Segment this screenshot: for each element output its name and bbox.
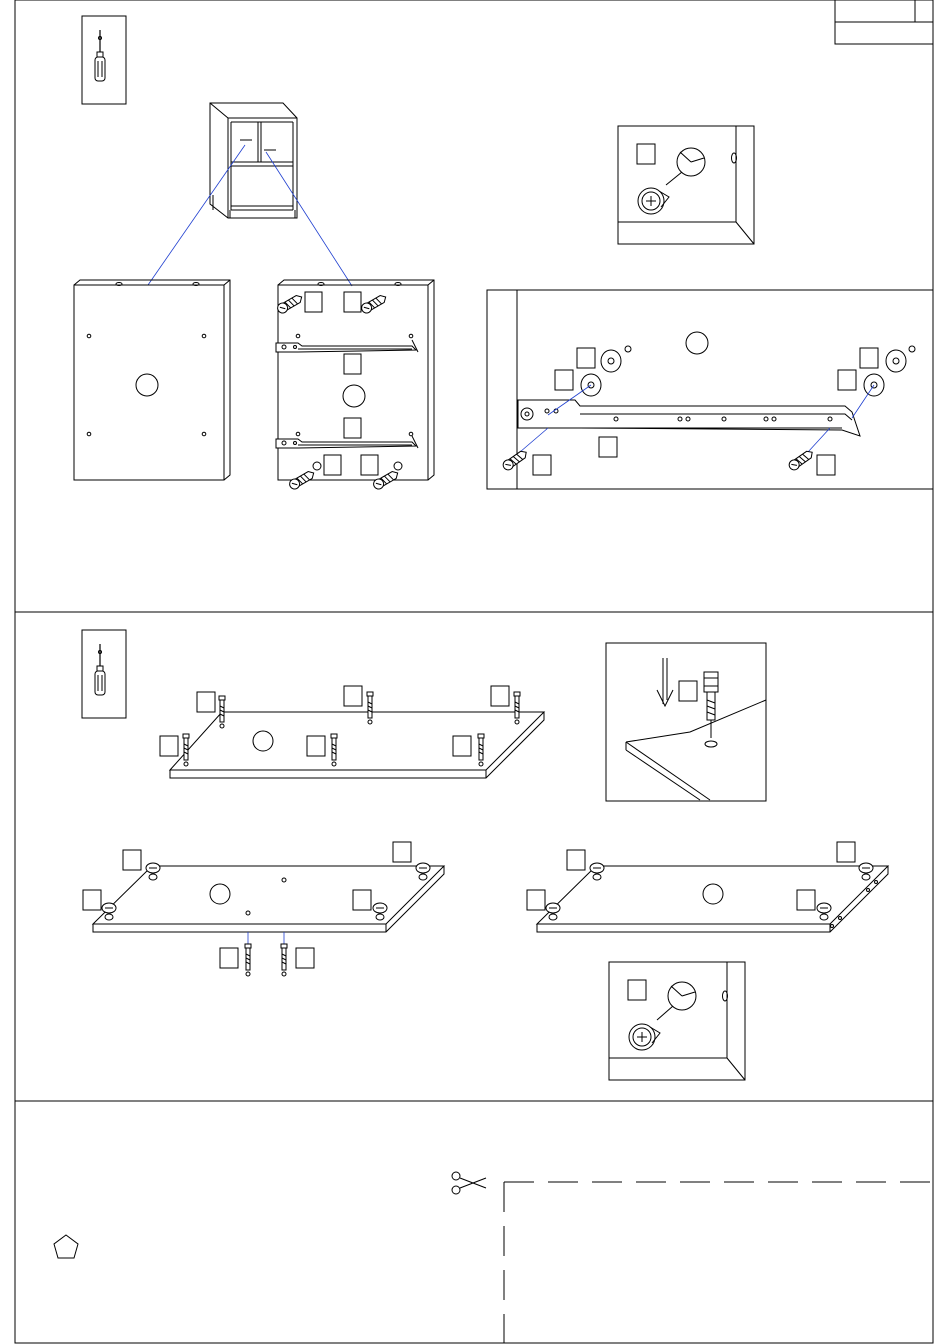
step-2 <box>82 630 888 1080</box>
leader-line <box>266 152 352 286</box>
part-callout-circle <box>703 884 723 904</box>
board-bottom-right <box>527 842 888 932</box>
part-label-box <box>344 686 362 706</box>
drawer-slide-icon <box>276 340 418 352</box>
cabinet-overview <box>210 103 297 218</box>
part-label-box <box>533 455 551 475</box>
cam-lock-icon <box>373 903 387 920</box>
dowel-icon <box>704 672 718 738</box>
part-callout-circle <box>253 731 273 751</box>
part-label-box <box>123 850 141 870</box>
drawer-slide-detail <box>487 290 933 489</box>
part-label-box <box>220 948 238 968</box>
part-label-box <box>628 980 646 1000</box>
part-label-box <box>838 370 856 390</box>
cut-line <box>504 1182 933 1343</box>
part-label-box <box>491 686 509 706</box>
part-label-box <box>393 842 411 862</box>
cam-lock-icon <box>416 863 430 880</box>
dowel-icon <box>183 734 189 766</box>
tool-box-step-2 <box>82 630 126 718</box>
part-label-box <box>324 455 341 475</box>
part-label-box <box>197 692 215 712</box>
screwdriver-icon <box>95 644 105 695</box>
dowel-icon <box>281 944 287 976</box>
part-label-box <box>344 418 361 438</box>
page-frame <box>15 0 933 1343</box>
cam-lock-icon <box>102 903 116 920</box>
part-label-box <box>567 850 585 870</box>
part-label-box <box>307 736 325 756</box>
part-label-box <box>353 890 371 910</box>
board-with-dowels <box>160 686 544 778</box>
part-callout-circle <box>343 385 365 407</box>
screw-icon <box>501 448 529 472</box>
board-bottom-left <box>83 842 444 976</box>
screw-icon <box>276 293 304 315</box>
notes-section <box>54 1172 933 1343</box>
dowel-icon <box>367 692 373 724</box>
part-label-box <box>599 437 617 457</box>
cam-lock-icon <box>859 863 873 880</box>
part-label-box <box>637 144 655 164</box>
tool-box-step-1 <box>82 16 126 104</box>
scissors-icon <box>452 1172 486 1194</box>
part-label-box <box>83 890 101 910</box>
step-1 <box>74 16 933 491</box>
cam-lock-icon <box>817 903 831 920</box>
panel-left <box>74 280 230 480</box>
part-label-box <box>555 370 573 390</box>
panel-right-with-slides <box>276 280 434 491</box>
part-label-box <box>453 736 471 756</box>
part-label-box <box>160 736 178 756</box>
part-label-box <box>305 292 322 312</box>
cam-lock-detail <box>618 126 754 244</box>
screwdriver-icon <box>95 30 105 81</box>
dowel-icon <box>331 734 337 766</box>
screw-icon <box>787 448 815 472</box>
dowel-icon <box>478 734 484 766</box>
dowel-icon <box>514 692 520 724</box>
part-callout-circle <box>210 884 230 904</box>
part-label-box <box>577 348 595 368</box>
part-callout-circle <box>686 332 708 354</box>
part-label-box <box>296 948 314 968</box>
dowel-insertion-detail <box>606 643 766 801</box>
dowel-icon <box>219 696 225 728</box>
part-label-box <box>344 354 361 374</box>
part-label-box <box>679 681 697 701</box>
part-label-box <box>837 842 855 862</box>
drawer-slide-icon <box>518 400 860 436</box>
cam-lock-icon <box>146 863 160 880</box>
cam-lock-icon <box>629 1024 660 1050</box>
cam-lock-icon <box>590 863 604 880</box>
part-callout-circle <box>136 374 158 396</box>
part-label-box <box>527 890 545 910</box>
cam-lock-icon <box>638 188 669 214</box>
part-label-box <box>344 292 361 312</box>
part-label-box <box>797 890 815 910</box>
dowel-icon <box>245 944 251 976</box>
cam-lock-icon <box>546 903 560 920</box>
arrow-down-icon <box>657 658 673 706</box>
screw-icon <box>360 293 388 315</box>
cam-lock-detail-2 <box>609 962 745 1080</box>
part-label-box <box>361 455 378 475</box>
pentagon-icon <box>54 1235 78 1258</box>
part-label-box <box>817 455 835 475</box>
part-label-box <box>860 348 878 368</box>
